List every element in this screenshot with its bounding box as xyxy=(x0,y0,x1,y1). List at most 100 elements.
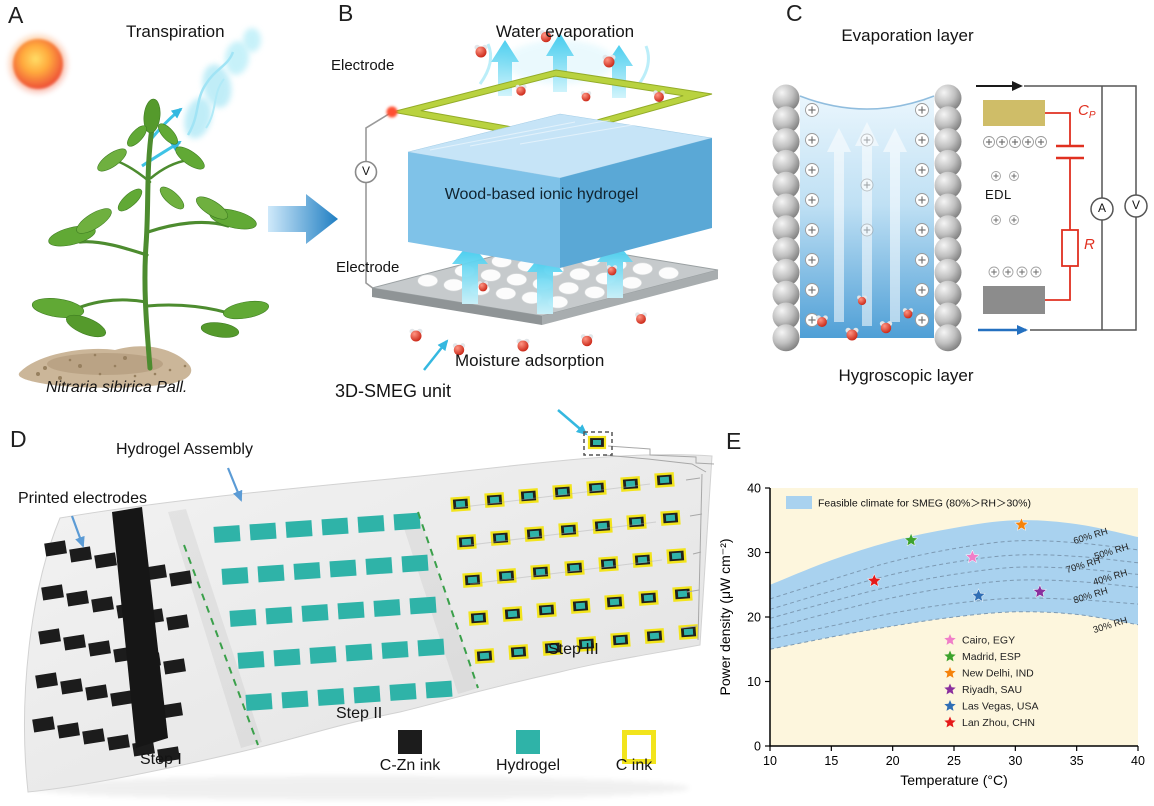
meniscus-line xyxy=(799,95,935,110)
electrode-bead xyxy=(934,324,962,352)
water-molecule xyxy=(474,44,488,58)
panel-label-c: C xyxy=(786,0,803,26)
capacitor-label: CP xyxy=(1078,102,1096,122)
black-fold-band xyxy=(112,507,168,748)
evaporation-electrode xyxy=(983,100,1045,126)
cation-symbol xyxy=(915,253,929,267)
x-tick-label: 25 xyxy=(947,754,961,768)
electrode-bead xyxy=(772,149,800,177)
panel-label-b: B xyxy=(338,0,354,26)
electrode-bead xyxy=(772,84,800,112)
electrode-bead xyxy=(934,237,962,265)
electrode-bottom-label: Electrode xyxy=(336,259,400,276)
electrode-hole xyxy=(480,268,502,282)
electrode-bead xyxy=(934,193,962,221)
water-molecule xyxy=(580,334,594,347)
smeg-unit-cell xyxy=(632,552,653,568)
water-molecule xyxy=(653,90,665,102)
band-legend-label: Feasible climate for SMEG (80%＞RH＞30%) xyxy=(818,498,1031,510)
hydrogel-patch xyxy=(237,651,265,669)
hydrogel-block xyxy=(407,113,713,268)
x-axis-label: Temperature (°C) xyxy=(900,772,1008,788)
printed-electrodes-label: Printed electrodes xyxy=(18,490,147,507)
smeg-unit-arrow-plate xyxy=(423,339,449,371)
rh-curve xyxy=(769,540,1139,600)
smeg-unit-arrow-array xyxy=(557,409,588,436)
cation-symbol xyxy=(915,103,929,117)
smeg-unit-cell xyxy=(586,480,607,496)
plant xyxy=(31,98,269,371)
electrode-bead xyxy=(772,106,800,134)
soil-speckle xyxy=(43,366,47,370)
cation-symbol xyxy=(805,193,819,207)
panel-a-to-b-arrow xyxy=(268,194,338,244)
soil-speckle xyxy=(153,372,157,376)
hydrogel-patch xyxy=(357,515,385,533)
cation-symbol xyxy=(1016,266,1028,278)
smeg-unit-cell xyxy=(626,514,647,530)
smeg-unit-cell xyxy=(530,564,551,580)
water-molecule xyxy=(580,91,592,102)
electrode-bead xyxy=(934,84,962,112)
soil-speckle xyxy=(168,368,172,372)
rc-branch-wire xyxy=(1045,112,1071,301)
cation-symbol xyxy=(805,103,819,117)
smeg-unit-cell xyxy=(644,628,665,644)
capacitor-subscript: P xyxy=(1088,110,1096,121)
czn-ink-label: C-Zn ink xyxy=(379,757,441,774)
printed-electrode-pad xyxy=(85,684,108,701)
hydrogel-patch xyxy=(393,512,421,531)
cation-symbol xyxy=(805,163,819,177)
hydrogel-patch xyxy=(281,690,309,709)
smeg-unit-cell xyxy=(508,644,529,660)
electrode-hole xyxy=(506,273,528,286)
hydrogel-patch xyxy=(329,559,357,578)
smeg-unit-cell xyxy=(592,518,613,534)
smeg-unit-cell xyxy=(552,484,573,500)
y-axis-label: Power density (μW cm⁻²) xyxy=(717,538,733,695)
rh-curve xyxy=(769,566,1139,619)
cation-symbol xyxy=(991,215,1001,225)
smeg-unit-cell xyxy=(678,624,699,640)
transpiration-label: Transpiration xyxy=(126,22,225,41)
hydrogel-patch xyxy=(249,522,277,541)
legend-star xyxy=(944,650,956,662)
printed-electrode-pad xyxy=(144,564,167,581)
electrode-hole xyxy=(417,274,439,288)
cation-symbol xyxy=(1035,136,1047,148)
cation-symbol xyxy=(983,136,995,148)
smeg-unit-cell xyxy=(542,640,563,656)
water-molecule xyxy=(515,84,527,96)
y-tick-label: 40 xyxy=(747,482,761,496)
hydrogel-patch xyxy=(265,606,293,625)
cation-symbol xyxy=(915,223,929,237)
electrode-bead xyxy=(934,258,962,286)
printed-electrode-pad xyxy=(163,658,186,675)
cation-symbol xyxy=(860,178,874,192)
equivalent-circuit xyxy=(976,81,1148,335)
transpiration-arrow xyxy=(150,107,183,139)
hydrogel-patch xyxy=(381,641,409,659)
hydrogel-patch xyxy=(301,604,329,622)
electrode-bead xyxy=(934,215,962,243)
rh-curve xyxy=(769,579,1139,630)
smeg-unit-cell xyxy=(474,648,495,664)
hydrogel-patch xyxy=(285,520,313,538)
hydrogel-patch xyxy=(221,567,249,585)
cation-symbol xyxy=(915,133,929,147)
panel-d-illustration xyxy=(24,431,715,800)
electrode-bead xyxy=(934,149,962,177)
smeg-unit-cell xyxy=(490,530,511,546)
soil-speckle xyxy=(93,353,97,357)
smeg-unit-cell xyxy=(576,636,597,652)
rh-curve xyxy=(769,611,1139,650)
species-label: Nitraria sibirica Pall. xyxy=(46,379,188,396)
hydrogel-patch xyxy=(409,596,437,615)
hydrogel-patch xyxy=(257,564,285,583)
smeg-unit-callout xyxy=(587,435,607,450)
cation-symbol xyxy=(915,193,929,207)
legend-star xyxy=(944,667,956,678)
hydrogel-patch xyxy=(213,525,241,543)
measurement-wire xyxy=(365,111,393,290)
